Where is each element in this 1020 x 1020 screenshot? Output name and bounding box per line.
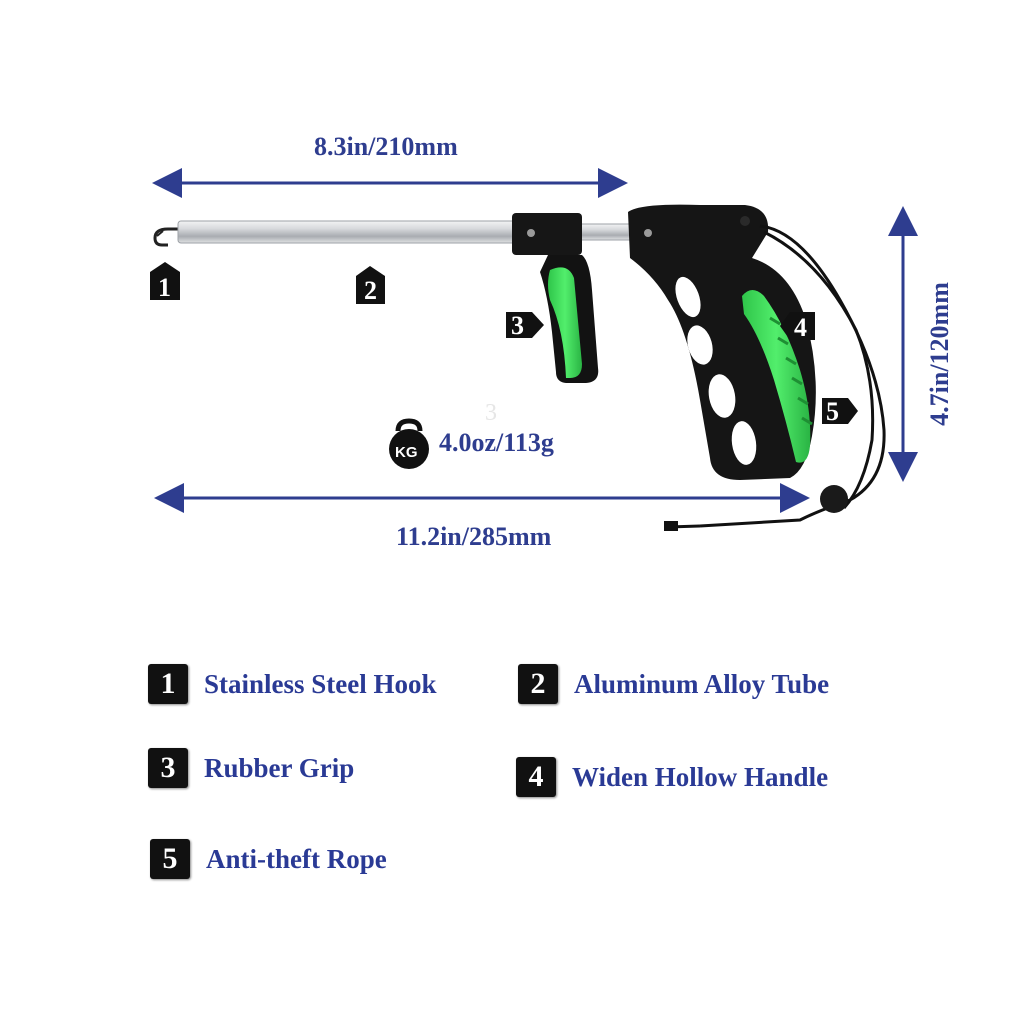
height-label: 4.7in/120mm [925, 282, 954, 426]
callout-4: 4 [780, 312, 815, 342]
legend-number-badge: 3 [148, 748, 188, 788]
rubber-grip-handle [742, 290, 811, 463]
legend-number-badge: 2 [518, 664, 558, 704]
faint-mark: 3 [485, 400, 497, 426]
legend-item-aluminum-alloy-tube: 2 Aluminum Alloy Tube [518, 664, 829, 704]
weight-icon: KG [389, 418, 429, 469]
legend-item-stainless-steel-hook: 1 Stainless Steel Hook [148, 664, 437, 704]
svg-text:1: 1 [158, 273, 171, 302]
svg-text:5: 5 [826, 397, 839, 426]
trigger-assembly [512, 213, 599, 383]
legend-number-badge: 4 [516, 757, 556, 797]
weight-label: 4.0oz/113g [439, 428, 554, 457]
svg-text:3: 3 [511, 311, 524, 340]
legend-label: Aluminum Alloy Tube [574, 668, 830, 699]
callout-5: 5 [822, 397, 858, 426]
svg-text:4: 4 [794, 313, 807, 342]
total-length-label: 11.2in/285mm [396, 522, 552, 551]
legend-label: Anti-theft Rope [206, 843, 387, 874]
legend-label: Rubber Grip [204, 752, 355, 783]
svg-text:KG: KG [395, 444, 418, 461]
tube-length-label: 8.3in/210mm [314, 132, 458, 161]
legend-number-badge: 5 [150, 839, 190, 879]
legend-label: Stainless Steel Hook [204, 668, 437, 699]
legend-item-rubber-grip: 3 Rubber Grip [148, 748, 354, 788]
callout-2: 2 [356, 266, 385, 305]
callout-1: 1 [150, 262, 180, 302]
svg-text:2: 2 [364, 276, 377, 305]
legend-label: Widen Hollow Handle [572, 761, 829, 792]
legend-item-anti-theft-rope: 5 Anti-theft Rope [150, 839, 387, 879]
aluminum-tube [177, 220, 519, 244]
legend-number-badge: 1 [148, 664, 188, 704]
handle-body [628, 204, 816, 481]
rope-end-clip [664, 521, 678, 531]
legend-item-widen-hollow-handle: 4 Widen Hollow Handle [516, 757, 828, 797]
rope-stopper [820, 485, 848, 513]
inner-rod [579, 223, 631, 241]
hook-tip [153, 227, 190, 247]
rubber-grip-trigger [548, 267, 582, 378]
callout-3: 3 [506, 311, 544, 340]
